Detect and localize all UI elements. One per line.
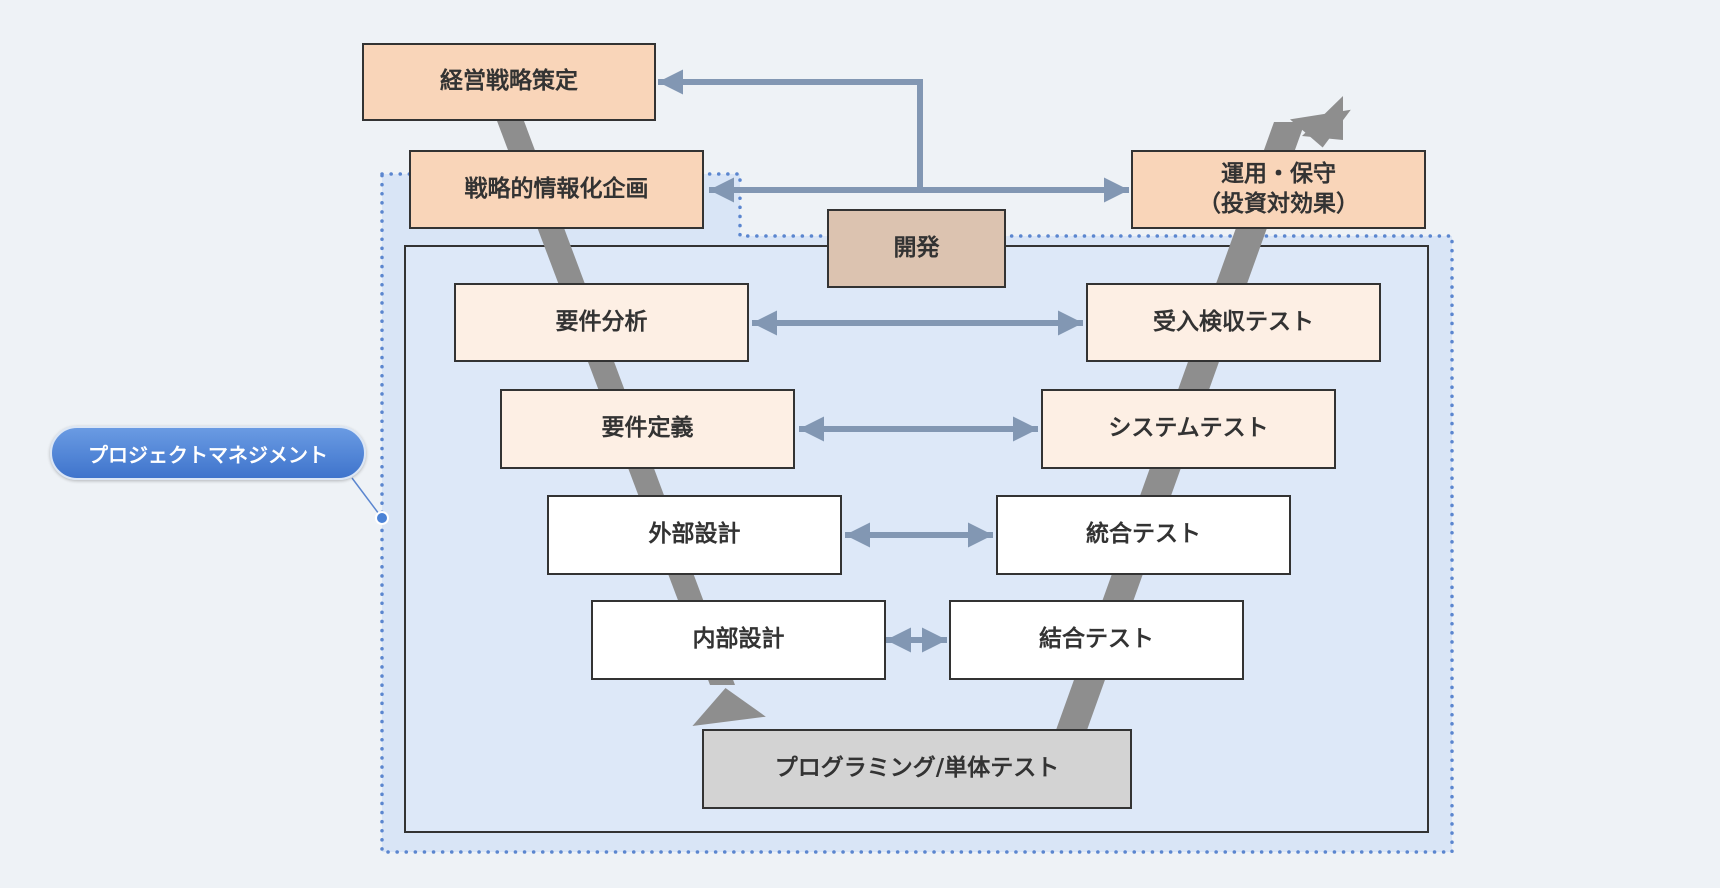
internal-design-box: 内部設計 (591, 600, 886, 680)
system-test-box: システムテスト (1041, 389, 1336, 469)
strategy-feedback-connector (658, 69, 923, 191)
callout-pointer-dot (375, 511, 389, 525)
callout-pointer-line (351, 477, 383, 519)
requirements-analysis-box: 要件分析 (454, 283, 749, 362)
management-strategy-box: 経営戦略策定 (362, 43, 656, 121)
integration-test-box: 統合テスト (996, 495, 1291, 575)
external-design-box: 外部設計 (547, 495, 842, 575)
requirements-definition-box: 要件定義 (500, 389, 795, 469)
operation-box: 運用・保守 （投資対効果） (1131, 150, 1426, 229)
acceptance-test-box: 受入検収テスト (1086, 283, 1381, 362)
project-management-callout: プロジェクトマネジメント (50, 426, 366, 480)
strategic-planning-box: 戦略的情報化企画 (409, 150, 704, 229)
development-label-box: 開発 (827, 209, 1006, 288)
combined-test-box: 結合テスト (949, 600, 1244, 680)
programming-unit-test-box: プログラミング/単体テスト (702, 729, 1132, 809)
